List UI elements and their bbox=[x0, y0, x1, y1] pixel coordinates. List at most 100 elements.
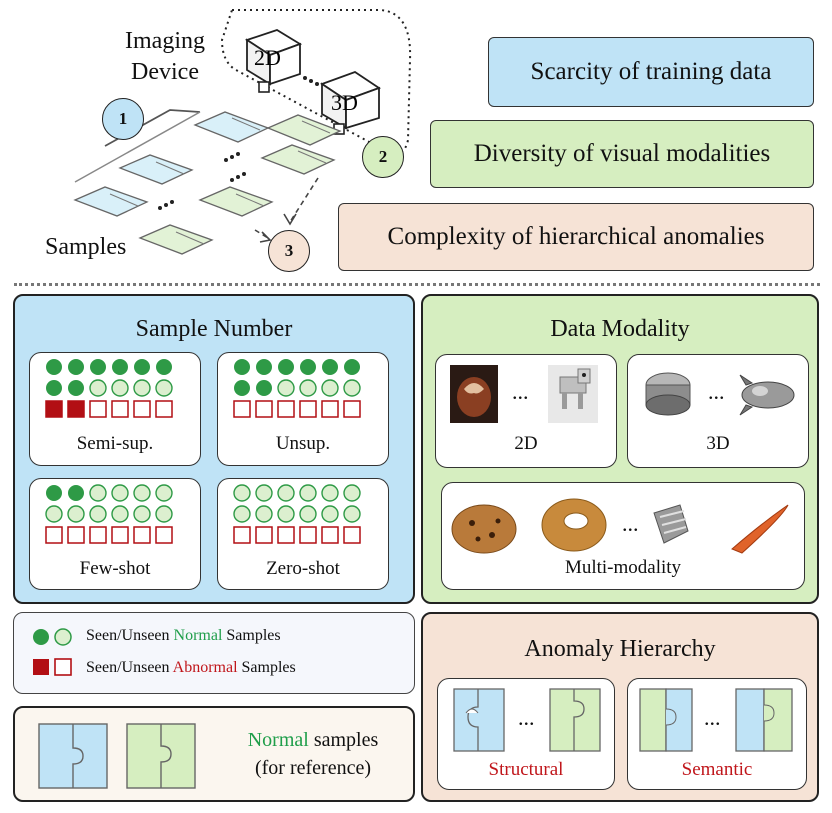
seen-normal-dot bbox=[46, 485, 62, 501]
unseen-abnormal-square bbox=[133, 400, 151, 418]
unseen-abnormal-square bbox=[255, 400, 273, 418]
unseen-abnormal-square bbox=[299, 526, 317, 544]
legend-abnormal-row: Seen/Unseen Abnormal Samples bbox=[86, 659, 296, 677]
cookie-render bbox=[451, 504, 517, 554]
carrot-render bbox=[731, 504, 789, 554]
unseen-normal-dot bbox=[133, 484, 151, 502]
seen-normal-dot bbox=[156, 359, 172, 375]
unseen-normal-dot bbox=[111, 484, 129, 502]
legend-unseen-normal-icon bbox=[54, 628, 72, 646]
step-2-badge: 2 bbox=[362, 136, 404, 178]
unseen-normal-dot bbox=[255, 484, 273, 502]
card-multi-modality: ... Multi-modality bbox=[441, 482, 805, 590]
anomaly-hierarchy-title: Anomaly Hierarchy bbox=[524, 636, 716, 662]
unseen-normal-dot bbox=[277, 484, 295, 502]
imaging-device-line1: Imaging bbox=[125, 28, 205, 54]
unseen-normal-dot bbox=[89, 505, 107, 523]
card-semantic-label: Semantic bbox=[681, 759, 753, 780]
unseen-abnormal-square bbox=[233, 400, 251, 418]
unseen-normal-dot bbox=[45, 505, 63, 523]
seen-abnormal-square bbox=[67, 400, 85, 418]
legend-unseen-abnormal-icon bbox=[54, 658, 72, 676]
structural-defect-tile bbox=[453, 688, 505, 752]
unseen-normal-dot bbox=[321, 484, 339, 502]
platform-rail bbox=[74, 111, 201, 183]
step3-arrow-a bbox=[289, 177, 319, 223]
data-modality-title: Data Modality bbox=[550, 316, 690, 342]
card-structural: ... Structural bbox=[437, 678, 615, 790]
unseen-normal-dot bbox=[255, 505, 273, 523]
seen-normal-dot bbox=[322, 359, 338, 375]
card-semantic: ... Semantic bbox=[627, 678, 807, 790]
unseen-abnormal-square bbox=[321, 400, 339, 418]
semi-sup-glyphs bbox=[45, 359, 173, 418]
seen-normal-dot bbox=[256, 380, 272, 396]
unseen-normal-dot bbox=[155, 379, 173, 397]
step-3-badge: 3 bbox=[268, 230, 310, 272]
semantic-mixed-tile-b bbox=[735, 688, 793, 752]
card-unsupervised: Unsup. bbox=[217, 352, 389, 466]
seen-abnormal-square bbox=[45, 400, 63, 418]
unseen-abnormal-square bbox=[321, 526, 339, 544]
unseen-normal-dot bbox=[89, 379, 107, 397]
seen-normal-dot bbox=[68, 485, 84, 501]
unseen-normal-dot bbox=[155, 484, 173, 502]
step-1-badge: 1 bbox=[102, 98, 144, 140]
unseen-abnormal-square bbox=[255, 526, 273, 544]
unseen-normal-dot bbox=[343, 379, 361, 397]
reference-green-tile bbox=[126, 723, 196, 789]
bagel-render bbox=[541, 498, 607, 552]
unseen-abnormal-square bbox=[233, 526, 251, 544]
legend-normal-row: Seen/Unseen Normal Samples bbox=[86, 627, 281, 645]
card-unsupervised-label: Unsup. bbox=[275, 433, 331, 454]
modality-2d-images bbox=[450, 365, 598, 423]
legend-abnormal-suffix: Samples bbox=[237, 659, 296, 676]
unseen-abnormal-square bbox=[277, 400, 295, 418]
legend-panel: Seen/Unseen Normal Samples Seen/Unseen A… bbox=[13, 612, 415, 694]
unseen-abnormal-square bbox=[111, 526, 129, 544]
card-semi-supervised-label: Semi-sup. bbox=[76, 433, 154, 454]
modality-multi-ellipsis: ... bbox=[622, 511, 639, 536]
semantic-ellipsis: ... bbox=[704, 705, 721, 730]
structural-ellipsis: ... bbox=[518, 705, 535, 730]
legend-abnormal-highlight: Abnormal bbox=[172, 659, 238, 676]
section-divider bbox=[14, 283, 820, 286]
card-2d-label: 2D bbox=[514, 433, 538, 454]
card-zero-shot: Zero-shot bbox=[217, 478, 389, 590]
challenge-diversity: Diversity of visual modalities bbox=[430, 120, 814, 188]
modality-3d-images bbox=[645, 372, 795, 416]
tile-ellipsis bbox=[158, 152, 246, 210]
unsup-glyphs bbox=[233, 359, 361, 418]
card-semi-supervised: Semi-sup. bbox=[29, 352, 201, 466]
unseen-abnormal-square bbox=[299, 400, 317, 418]
legend-normal-suffix: Samples bbox=[222, 627, 281, 644]
unseen-abnormal-square bbox=[111, 400, 129, 418]
reference-line1: Normal samples bbox=[223, 726, 403, 754]
camera-3d-icon bbox=[320, 70, 381, 135]
card-3d-label: 3D bbox=[706, 433, 730, 454]
seen-normal-dot bbox=[278, 359, 294, 375]
legend-abnormal-prefix: Seen/Unseen bbox=[86, 659, 173, 676]
challenge-complexity-text: Complexity of hierarchical anomalies bbox=[387, 223, 765, 250]
modality-3d-ellipsis: ... bbox=[708, 379, 725, 404]
reference-panel: Normal samples (for reference) bbox=[13, 706, 415, 802]
unseen-normal-dot bbox=[343, 484, 361, 502]
anomaly-hierarchy-panel: Anomaly Hierarchy ... Structural bbox=[421, 612, 819, 802]
card-multi-modality-label: Multi-modality bbox=[564, 557, 682, 578]
zero-shot-glyphs bbox=[233, 484, 361, 544]
unseen-normal-dot bbox=[111, 379, 129, 397]
cable-render bbox=[653, 504, 689, 544]
pipeline-drawing: 2D 3D bbox=[73, 9, 412, 255]
unseen-normal-dot bbox=[111, 505, 129, 523]
legend-seen-normal-icon bbox=[33, 629, 49, 645]
unseen-abnormal-square bbox=[133, 526, 151, 544]
unseen-abnormal-square bbox=[277, 526, 295, 544]
seen-normal-dot bbox=[46, 359, 62, 375]
camera-2d-icon bbox=[244, 29, 303, 93]
legend-seen-abnormal-icon bbox=[33, 659, 49, 675]
semantic-puzzles bbox=[639, 688, 793, 752]
modality-2d-ellipsis: ... bbox=[512, 379, 529, 404]
card-2d: ... 2D bbox=[435, 354, 617, 468]
unseen-abnormal-square bbox=[343, 526, 361, 544]
challenge-complexity: Complexity of hierarchical anomalies bbox=[338, 203, 814, 271]
